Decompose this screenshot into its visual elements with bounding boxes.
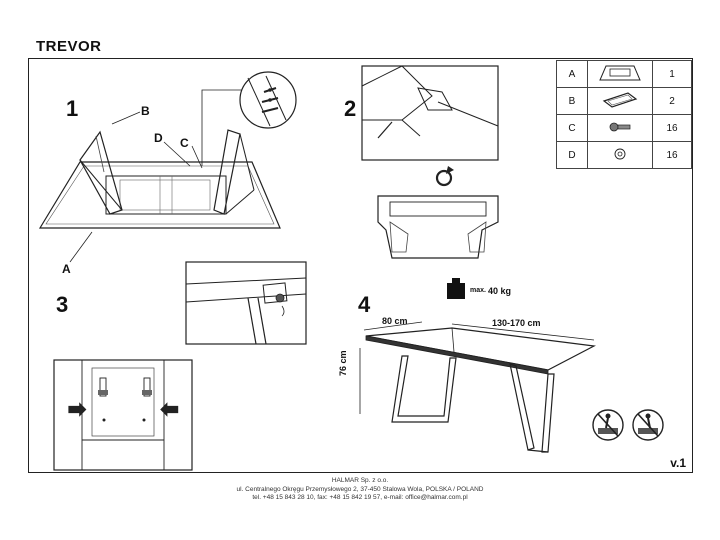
- step-4-number: 4: [358, 292, 371, 317]
- step-1-illustration: [38, 71, 297, 263]
- footer-address: ul. Centralnego Okręgu Przemysłowego 2, …: [236, 485, 484, 493]
- document-title: TREVOR: [36, 38, 102, 55]
- part-icon-cell: [587, 87, 653, 115]
- warning-icons: [592, 409, 664, 441]
- frame-icon: [602, 91, 638, 108]
- table-row: B 2: [556, 87, 692, 115]
- part-qty: 16: [652, 141, 692, 169]
- step-1-number: 1: [66, 96, 79, 121]
- label-d: D: [154, 131, 163, 145]
- part-icon-cell: [587, 114, 653, 142]
- bolt-icon: [609, 122, 631, 131]
- no-standing-icon: [592, 409, 624, 441]
- footer-company: HALMAR Sp. z o.o.: [331, 477, 389, 484]
- tabletop-icon: [599, 65, 641, 80]
- length-range-dimension: 130-170 cm: [492, 318, 541, 328]
- part-qty: 2: [652, 87, 692, 115]
- width-short-dimension: 80 cm: [382, 316, 408, 326]
- height-dimension: 76 cm: [338, 350, 348, 376]
- table-row: C 16: [556, 114, 692, 142]
- version-label: v.1: [670, 456, 686, 470]
- part-id: B: [556, 87, 588, 115]
- washer-icon: [614, 148, 626, 159]
- part-id: A: [556, 60, 588, 88]
- part-id: D: [556, 141, 588, 169]
- step-3-detail-illustration: [185, 261, 307, 345]
- weight-icon: [447, 278, 465, 299]
- step-3-main-illustration: [53, 359, 193, 471]
- no-sitting-icon: [632, 409, 664, 441]
- label-a: A: [62, 262, 71, 276]
- max-load-label: max.: [470, 287, 486, 294]
- part-icon-cell: [587, 60, 653, 88]
- footer-contact: tel. +48 15 843 28 10, fax: +48 15 842 1…: [252, 494, 468, 501]
- max-load-value: 40 kg: [488, 286, 512, 296]
- label-b: B: [141, 104, 150, 118]
- part-icon-cell: [587, 141, 653, 169]
- part-qty: 16: [652, 114, 692, 142]
- step-2-number: 2: [344, 96, 357, 121]
- part-qty: 1: [652, 60, 692, 88]
- table-row: D 16: [556, 141, 692, 169]
- instruction-frame: [28, 58, 693, 473]
- step-4-illustration: [359, 321, 596, 453]
- footer: HALMAR Sp. z o.o. ul. Centralnego Okręgu…: [0, 477, 720, 503]
- table-row: A 1: [556, 60, 692, 88]
- label-c: C: [180, 136, 189, 150]
- step-2-illustration: [361, 65, 499, 259]
- step-3-number: 3: [56, 292, 69, 317]
- part-id: C: [556, 114, 588, 142]
- parts-table: A 1 B 2 C 16 D: [556, 60, 692, 169]
